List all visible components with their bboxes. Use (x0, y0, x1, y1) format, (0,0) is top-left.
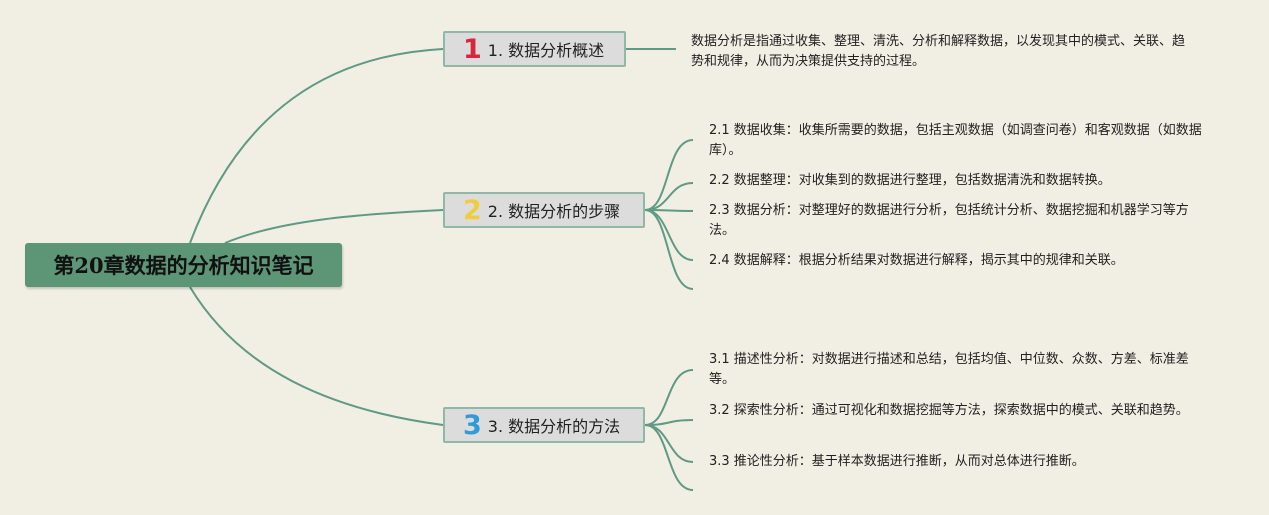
leaf-2-4[interactable]: 2.4 数据解释：根据分析结果对数据进行解释，揭示其中的规律和关联。 (709, 253, 1124, 268)
leaf-2-3[interactable]: 2.3 数据分析：对整理好的数据进行分析，包括统计分析、数据挖掘和机器学习等方法… (709, 203, 1189, 238)
link-root-branch-1 (189, 48, 444, 244)
branch-label: 3. 数据分析的方法 (487, 417, 621, 436)
leaf-3-3[interactable]: 3.3 推论性分析：基于样本数据进行推断，从而对总体进行推断。 (709, 454, 1085, 469)
branch-label: 1. 数据分析概述 (487, 41, 605, 60)
link-root-branch-2 (224, 209, 444, 244)
number-3-icon: 3 (463, 409, 482, 441)
link-branch-3-leaf-1 (644, 369, 694, 426)
leaf-2-1[interactable]: 2.1 数据收集：收集所需要的数据，包括主观数据（如调查问卷）和客观数据（如数据… (709, 123, 1202, 158)
branch-topic-3[interactable]: 3 3. 数据分析的方法 (443, 407, 645, 443)
branch-topic-1[interactable]: 1 1. 数据分析概述 (443, 31, 626, 67)
link-branch-3-leaf-3 (644, 424, 694, 463)
link-branch-2-leaf-5 (644, 209, 694, 290)
root-title: 第20章数据的分析知识笔记 (53, 253, 314, 278)
link-branch-2-leaf-2 (644, 182, 694, 211)
branch-label: 2. 数据分析的步骤 (487, 202, 621, 221)
link-branch-3-leaf-4 (644, 424, 694, 491)
root-topic[interactable]: 第20章数据的分析知识笔记 (25, 243, 342, 287)
link-root-branch-3 (189, 286, 444, 426)
leaf-2-2[interactable]: 2.2 数据整理：对收集到的数据进行整理，包括数据清洗和数据转换。 (709, 173, 1111, 188)
leaf-1-1[interactable]: 数据分析是指通过收集、整理、清洗、分析和解释数据，以发现其中的模式、关联、趋势和… (691, 34, 1186, 69)
leaf-3-2[interactable]: 3.2 探索性分析：通过可视化和数据挖掘等方法，探索数据中的模式、关联和趋势。 (709, 403, 1189, 418)
leaf-3-1[interactable]: 3.1 描述性分析：对数据进行描述和总结，包括均值、中位数、众数、方差、标准差等… (709, 352, 1189, 387)
number-1-icon: 1 (463, 33, 482, 65)
link-branch-2-leaf-1 (644, 139, 694, 211)
number-2-icon: 2 (463, 194, 482, 226)
branch-topic-2[interactable]: 2 2. 数据分析的步骤 (443, 192, 645, 228)
